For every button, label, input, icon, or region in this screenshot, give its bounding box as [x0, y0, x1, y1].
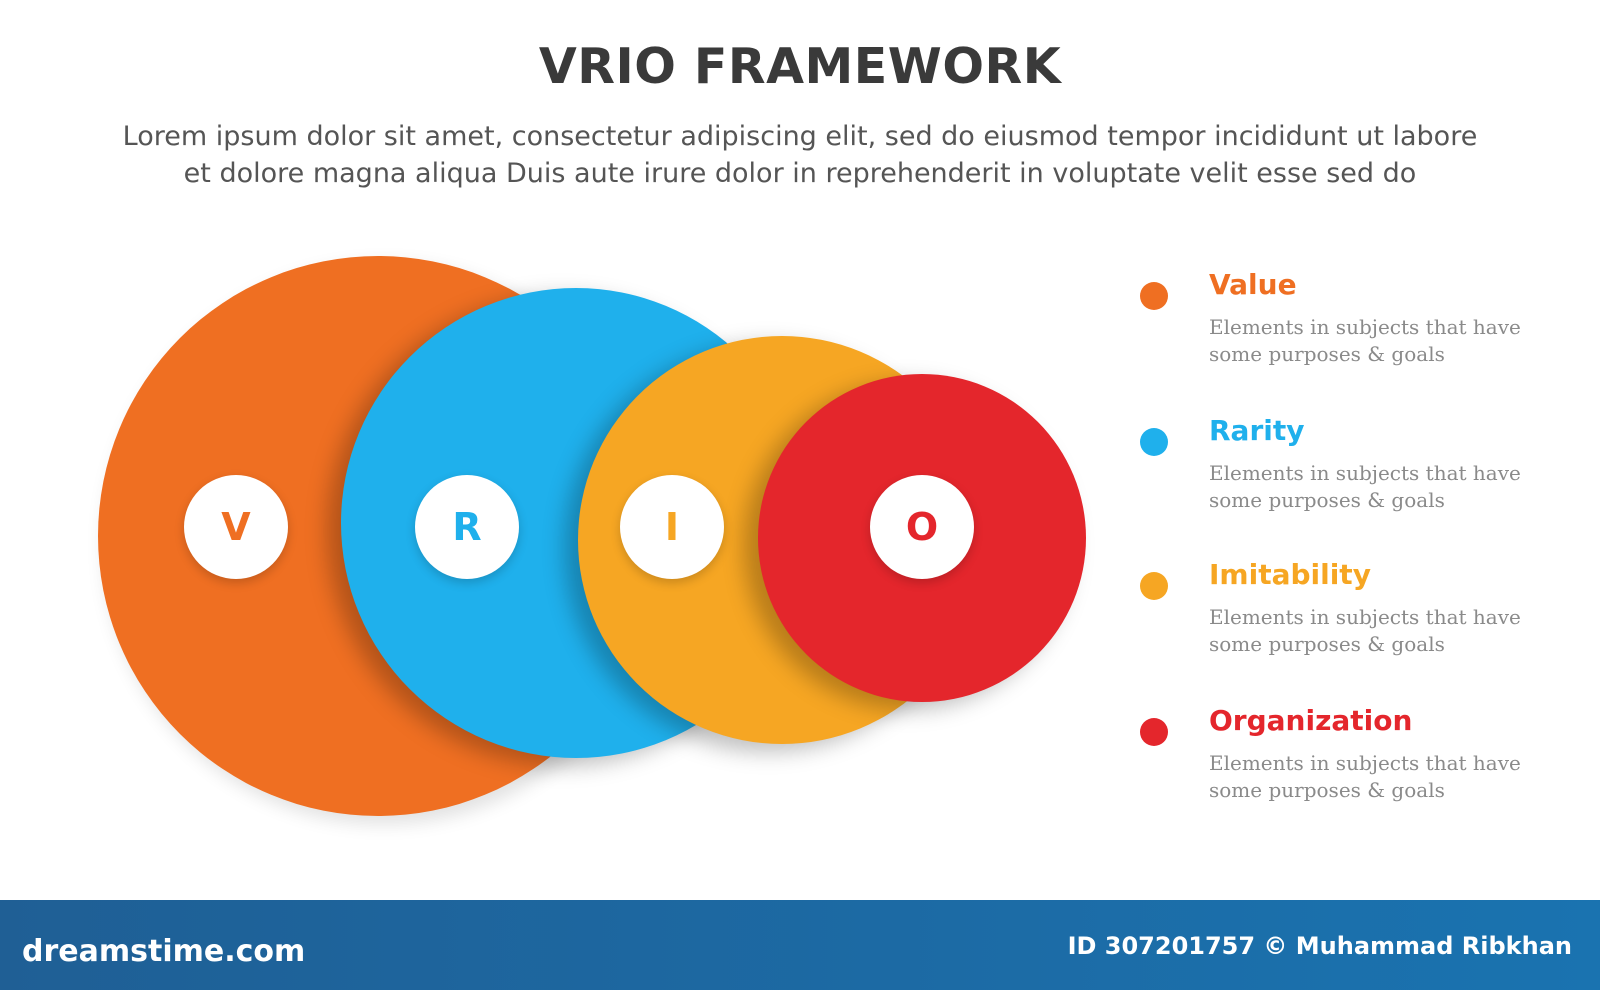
vrio-circle-diagram: V R I O	[98, 256, 1086, 816]
letter-v: V	[221, 505, 251, 549]
legend-title-organization: Organization	[1209, 704, 1413, 737]
letter-i: I	[664, 505, 680, 549]
legend-desc-imitability: Elements in subjects that have some purp…	[1209, 605, 1521, 656]
letter-badge-r: R	[415, 475, 519, 579]
letter-badge-i: I	[620, 475, 724, 579]
subtitle-line-2: et dolore magna aliqua Duis aute irure d…	[183, 158, 1417, 189]
letter-badge-v: V	[184, 475, 288, 579]
footer-bar: dreamstime.com ID 307201757 © Muhammad R…	[0, 900, 1600, 990]
legend-dot-imitability	[1140, 572, 1168, 600]
legend-item-value: Value Elements in subjects that have som…	[1140, 268, 1580, 378]
letter-o: O	[905, 505, 939, 549]
legend-desc-organization: Elements in subjects that have some purp…	[1209, 751, 1521, 802]
legend-title-value: Value	[1209, 268, 1297, 301]
legend-item-imitability: Imitability Elements in subjects that ha…	[1140, 558, 1580, 668]
legend-title-imitability: Imitability	[1209, 558, 1371, 591]
legend-item-organization: Organization Elements in subjects that h…	[1140, 704, 1580, 814]
page-subtitle: Lorem ipsum dolor sit amet, consectetur …	[60, 118, 1540, 192]
legend-dot-organization	[1140, 718, 1168, 746]
footer-brand: dreamstime.com	[22, 934, 306, 969]
footer-credit: ID 307201757 © Muhammad Ribkhan	[1067, 932, 1572, 960]
legend-title-rarity: Rarity	[1209, 414, 1305, 447]
legend-dot-value	[1140, 282, 1168, 310]
legend-dot-rarity	[1140, 428, 1168, 456]
legend-item-rarity: Rarity Elements in subjects that have so…	[1140, 414, 1580, 524]
legend-desc-value: Elements in subjects that have some purp…	[1209, 315, 1521, 366]
letter-badge-o: O	[870, 475, 974, 579]
page-title: VRIO FRAMEWORK	[538, 38, 1062, 95]
subtitle-line-1: Lorem ipsum dolor sit amet, consectetur …	[122, 121, 1478, 152]
letter-r: R	[452, 505, 482, 549]
legend-desc-rarity: Elements in subjects that have some purp…	[1209, 461, 1521, 512]
